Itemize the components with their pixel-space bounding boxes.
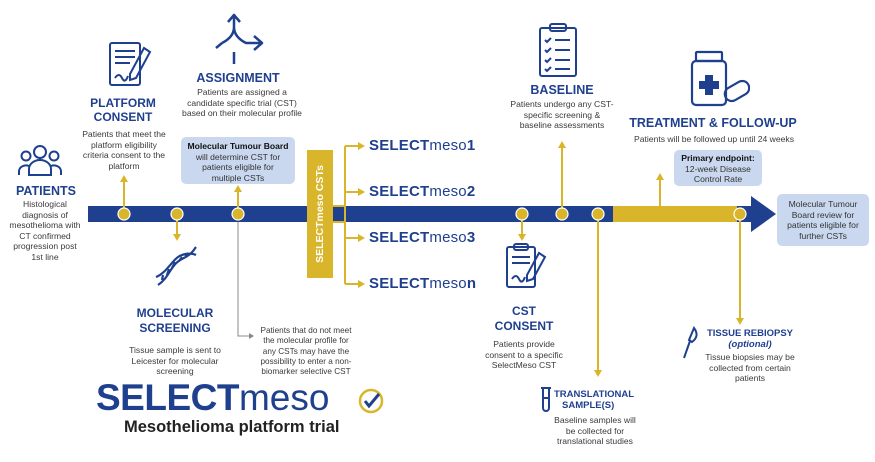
cst-item-n: SELECTmeson [369, 275, 477, 292]
cst-consent-title: CST CONSENT [494, 304, 554, 333]
scalpel-icon [683, 326, 698, 359]
cst-consent-form-icon [506, 243, 547, 288]
translational-description: Baseline samples will be collected for t… [554, 415, 636, 446]
timeline-bar-gold [613, 206, 737, 222]
cst-item-2: SELECTmeso2 [369, 183, 476, 200]
baseline-title: BASELINE [530, 83, 594, 97]
check-logo-icon [358, 388, 384, 414]
non-match-note: Patients that do not meet the molecular … [260, 326, 352, 377]
cst-band-label: SELECTmeso CSTs [314, 165, 327, 263]
baseline-description: Patients undergo any CST- specific scree… [510, 99, 614, 130]
consent-form-icon [109, 42, 152, 86]
primary-endpoint-box: Primary endpoint: 12-week Disease Contro… [674, 150, 762, 186]
treatment-title: TREATMENT & FOLLOW-UP [629, 116, 797, 130]
medicine-icon [690, 50, 750, 107]
people-icon [18, 145, 62, 176]
platform-consent-title: PLATFORM CONSENT [90, 96, 156, 124]
molecular-screening-description: Tissue sample is sent to Leicester for m… [129, 345, 221, 376]
translational-title: TRANSLATIONAL SAMPLE(S) [554, 389, 635, 411]
logo-tagline: Mesothelioma platform trial [124, 418, 340, 436]
dna-icon [155, 246, 197, 286]
test-tube-icon [541, 387, 551, 412]
molecular-screening-title: MOLECULAR SCREENING [136, 306, 214, 335]
assignment-description: Patients are assigned a candidate specif… [182, 87, 302, 118]
checklist-icon [539, 23, 577, 77]
assignment-title: ASSIGNMENT [196, 71, 280, 85]
patients-title: PATIENTS [16, 184, 76, 198]
platform-consent-description: Patients that meet the platform eligibil… [82, 129, 166, 171]
cst-branches [333, 145, 358, 285]
tissue-rebiopsy-title: TISSUE REBIOPSY (optional) [706, 328, 794, 350]
timeline-bar-navy [88, 206, 613, 222]
selectmeso-logo: SELECTmeso [96, 377, 330, 418]
branching-arrows-icon [215, 13, 264, 64]
final-review-box: Molecular Tumour Board review for patien… [777, 194, 869, 246]
cst-item-3: SELECTmeso3 [369, 229, 476, 246]
cst-consent-description: Patients provide consent to a specific S… [485, 339, 563, 370]
treatment-subtitle: Patients will be followed up until 24 we… [633, 134, 795, 144]
timeline-arrow-head [751, 196, 776, 232]
cst-band-label-container: SELECTmeso CSTs [307, 150, 333, 278]
tissue-rebiopsy-description: Tissue biopsies may be collected from ce… [705, 352, 795, 383]
molecular-tumour-board-box: Molecular Tumour Board will determine CS… [181, 137, 295, 184]
patients-description: Histological diagnosis of mesothelioma w… [9, 199, 81, 262]
cst-item-1: SELECTmeso1 [369, 137, 476, 154]
cst-vertical-band [307, 150, 333, 278]
